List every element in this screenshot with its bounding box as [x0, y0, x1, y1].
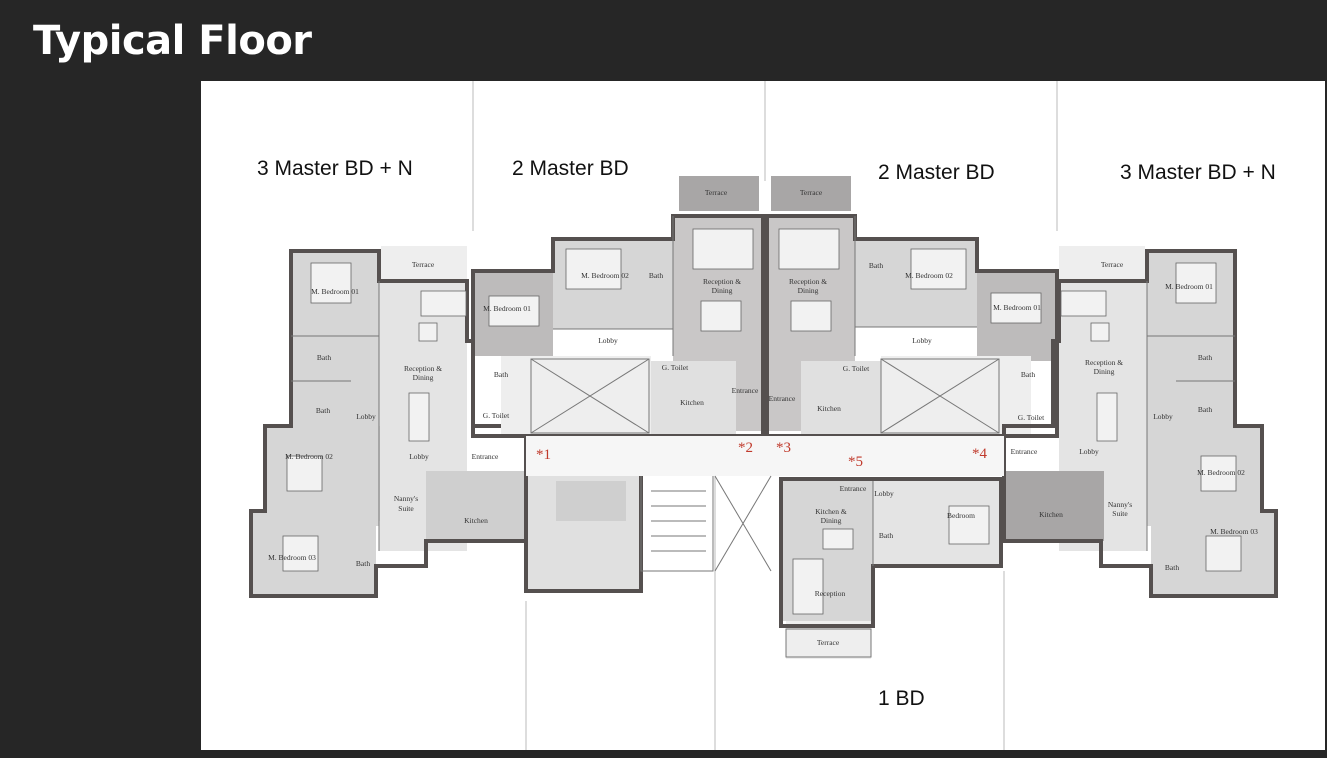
room-label: Lobby — [912, 336, 932, 345]
core-plan — [524, 436, 1004, 593]
room-label: Terrace — [705, 188, 728, 197]
core-mark-2: *2 — [738, 440, 753, 456]
room-label: Terrace — [1101, 260, 1124, 269]
room-label: Bath — [1021, 370, 1035, 379]
unit-label-3-master-bd-n-left: 3 Master BD + N — [257, 157, 413, 180]
room-label: Lobby — [874, 489, 894, 498]
core-mark-5: *5 — [848, 454, 863, 470]
room-label: Kitchen & — [815, 507, 847, 516]
room-label: Bedroom — [947, 511, 975, 520]
room-label: Bath — [1165, 563, 1179, 572]
core-marks: *1 *2 *3 *4 *5 — [536, 440, 988, 470]
room-label: Nanny's — [1108, 500, 1132, 509]
room-label: Entrance — [472, 452, 499, 461]
room-label: Lobby — [598, 336, 618, 345]
room-label: Dining — [413, 373, 434, 382]
room-label: M. Bedroom 02 — [1197, 468, 1245, 477]
room-label: M. Bedroom 03 — [268, 553, 316, 562]
room-label: Bath — [356, 559, 370, 568]
unit-1-plan — [249, 246, 528, 598]
room-label: Bath — [494, 370, 508, 379]
unit-5-plan — [779, 477, 1003, 659]
room-label: Dining — [798, 286, 819, 295]
room-label: Terrace — [817, 638, 840, 647]
room-label: Kitchen — [1039, 510, 1063, 519]
room-label: Terrace — [800, 188, 823, 197]
room-label: Reception & — [1085, 358, 1123, 367]
room-label: Lobby — [356, 412, 376, 421]
room-label: Terrace — [412, 260, 435, 269]
room-label: Kitchen — [464, 516, 488, 525]
room-label: Kitchen — [680, 398, 704, 407]
floor-plan-panel: Terrace M. Bedroom 01 Reception & Dining… — [201, 81, 1325, 750]
core-mark-3: *3 — [776, 440, 791, 456]
room-label: M. Bedroom 02 — [285, 452, 333, 461]
room-label: Suite — [1112, 509, 1128, 518]
unit-4-plan — [1002, 246, 1278, 598]
page-title: Typical Floor — [33, 18, 312, 64]
unit-label-3-master-bd-n-right: 3 Master BD + N — [1120, 161, 1276, 184]
room-label: M. Bedroom 01 — [311, 287, 359, 296]
room-label: M. Bedroom 02 — [905, 271, 953, 280]
unit-label-1-bd: 1 BD — [878, 687, 925, 710]
room-label: G. Toilet — [483, 411, 510, 420]
unit-3-plan — [765, 176, 1059, 438]
room-label: Entrance — [1011, 447, 1038, 456]
room-label: M. Bedroom 02 — [581, 271, 629, 280]
room-label: Nanny's — [394, 494, 418, 503]
unit-label-2-master-bd-left: 2 Master BD — [512, 157, 629, 180]
room-label: Bath — [317, 353, 331, 362]
room-label: Lobby — [1079, 447, 1099, 456]
room-label: Reception & — [404, 364, 442, 373]
room-label: G. Toilet — [1018, 413, 1045, 422]
room-label: Entrance — [769, 394, 796, 403]
room-label: G. Toilet — [662, 363, 689, 372]
room-label: Bath — [869, 261, 883, 270]
room-label: Dining — [1094, 367, 1115, 376]
room-label: Reception & — [789, 277, 827, 286]
room-labels: Terrace M. Bedroom 01 Reception & Dining… — [268, 188, 1258, 647]
room-label: Bath — [1198, 353, 1212, 362]
room-label: M. Bedroom 03 — [1210, 527, 1258, 536]
room-label: Kitchen — [817, 404, 841, 413]
room-label: Suite — [398, 504, 414, 513]
room-label: Lobby — [1153, 412, 1173, 421]
room-label: Dining — [821, 516, 842, 525]
grid-lines — [472, 81, 1058, 750]
room-label: Reception & — [703, 277, 741, 286]
room-label: Entrance — [732, 386, 759, 395]
room-label: M. Bedroom 01 — [1165, 282, 1213, 291]
room-label: M. Bedroom 01 — [993, 303, 1041, 312]
room-label: Lobby — [409, 452, 429, 461]
core-mark-1: *1 — [536, 447, 551, 463]
room-label: Reception — [815, 589, 846, 598]
core-mark-4: *4 — [972, 446, 988, 462]
unit-label-2-master-bd-right: 2 Master BD — [878, 161, 995, 184]
room-label: G. Toilet — [843, 364, 870, 373]
room-label: Entrance — [840, 484, 867, 493]
room-label: Bath — [879, 531, 893, 540]
room-label: Bath — [649, 271, 663, 280]
room-label: Bath — [316, 406, 330, 415]
floor-plan-drawing: Terrace M. Bedroom 01 Reception & Dining… — [249, 81, 1278, 750]
room-label: M. Bedroom 01 — [483, 304, 531, 313]
room-label: Dining — [712, 286, 733, 295]
room-label: Bath — [1198, 405, 1212, 414]
